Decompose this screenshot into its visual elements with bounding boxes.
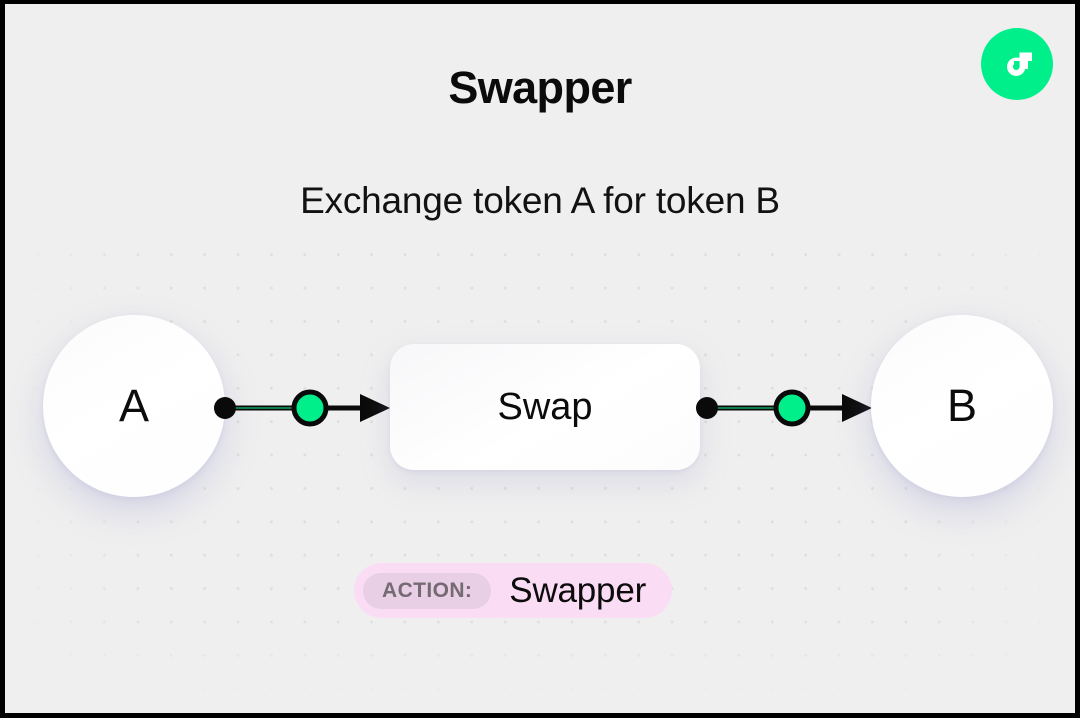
connector-a-to-swap [212, 386, 390, 430]
flow-logo [981, 28, 1053, 100]
token-node-b[interactable]: B [871, 315, 1053, 497]
flow-mark-icon [997, 44, 1037, 84]
connector-swap-to-b [694, 386, 872, 430]
token-node-a[interactable]: A [43, 315, 225, 497]
page-title: Swapper [448, 62, 632, 113]
swap-node-label: Swap [497, 385, 593, 428]
page-subtitle: Exchange token A for token B [300, 180, 780, 221]
diagram-canvas: Swapper Exchange token A for token B A [5, 4, 1075, 713]
action-badge: ACTION: Swapper [354, 563, 673, 618]
swap-node[interactable]: Swap [390, 344, 700, 470]
token-a-label: A [118, 380, 149, 431]
action-badge-label: ACTION: [363, 572, 492, 609]
token-b-label: B [946, 380, 977, 431]
action-badge-value: Swapper [509, 570, 647, 610]
